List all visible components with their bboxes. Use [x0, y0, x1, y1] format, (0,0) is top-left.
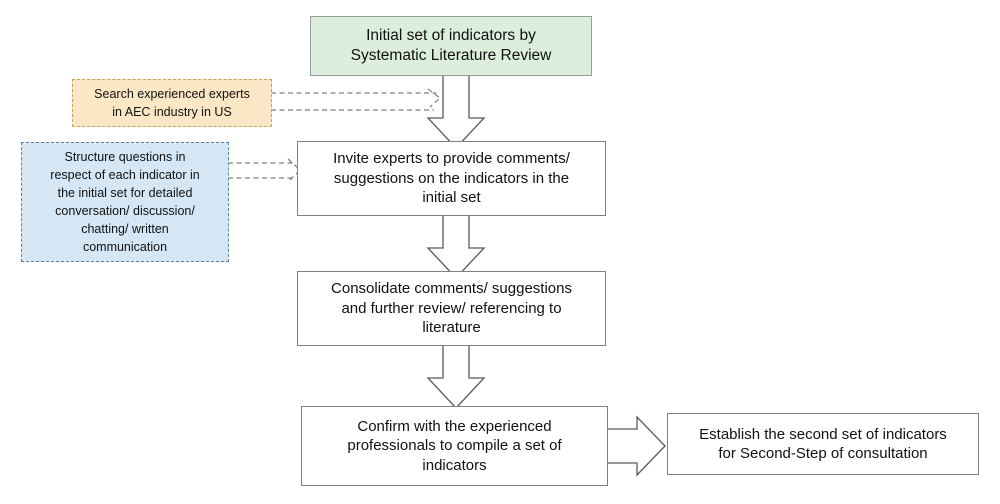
dashed-structure-to-invite: [228, 158, 301, 181]
node-structure-questions[interactable]: Structure questions in respect of each i…: [21, 142, 229, 262]
node-second-set-label: Establish the second set of indicators f…: [699, 425, 947, 463]
node-confirm-professionals[interactable]: Confirm with the experienced professiona…: [301, 406, 608, 486]
node-consolidate-comments[interactable]: Consolidate comments/ suggestions and fu…: [297, 271, 606, 346]
node-initial-set[interactable]: Initial set of indicators by Systematic …: [310, 16, 592, 76]
arrow-initial-to-invite: [426, 71, 486, 149]
node-second-set[interactable]: Establish the second set of indicators f…: [667, 413, 979, 475]
node-invite-experts-label: Invite experts to provide comments/ sugg…: [333, 150, 570, 207]
arrow-confirm-to-second-set: [606, 415, 666, 477]
node-search-experts-label: Search experienced experts in AEC indust…: [94, 86, 250, 119]
node-search-experts[interactable]: Search experienced experts in AEC indust…: [72, 79, 272, 127]
node-consolidate-comments-label: Consolidate comments/ suggestions and fu…: [331, 280, 572, 337]
node-confirm-professionals-label: Confirm with the experienced professiona…: [347, 417, 562, 474]
arrow-consolidate-to-confirm: [426, 343, 486, 409]
node-invite-experts[interactable]: Invite experts to provide comments/ sugg…: [297, 141, 606, 216]
node-initial-set-label: Initial set of indicators by Systematic …: [350, 26, 552, 64]
arrow-invite-to-consolidate: [426, 213, 486, 279]
dashed-search-to-arrow: [271, 88, 441, 111]
node-structure-questions-label: Structure questions in respect of each i…: [50, 149, 200, 255]
